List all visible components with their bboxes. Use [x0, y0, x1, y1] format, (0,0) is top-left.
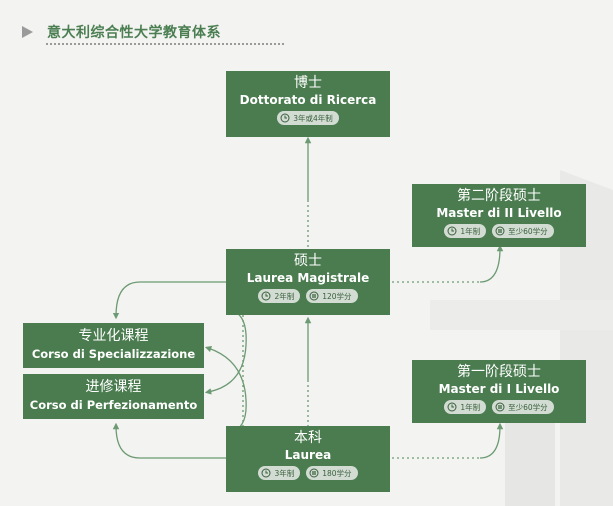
credits-badge: 180学分 [306, 466, 358, 480]
duration-text: 3年制 [274, 468, 295, 478]
duration-text: 1年制 [460, 402, 481, 412]
credits-text: 至少60学分 [508, 226, 548, 236]
credits-text: 120学分 [322, 291, 352, 301]
node-specializzazione-it: Corso di Specializzazione [31, 347, 196, 361]
list-icon [495, 402, 505, 412]
node-master-2-zh: 第二阶段硕士 [457, 188, 541, 204]
credits-text: 180学分 [322, 468, 352, 478]
arrow-to-master2 [479, 244, 504, 283]
node-master-2-it: Master di II Livello [436, 206, 562, 220]
arrow-to-specializzazione [112, 281, 226, 320]
clock-icon [447, 402, 457, 412]
node-master-1-zh: 第一阶段硕士 [457, 364, 541, 380]
play-triangle-icon [22, 26, 33, 38]
page-title: 意大利综合性大学教育体系 [47, 25, 221, 41]
node-perfezionamento-zh: 进修课程 [85, 379, 142, 395]
node-magistrale: 硕士 Laurea Magistrale 2年制 120学分 [226, 249, 390, 315]
duration-badge: 1年制 [444, 400, 487, 414]
node-laurea-it: Laurea [284, 448, 332, 462]
credits-badge: 120学分 [306, 289, 358, 303]
duration-badge: 3年或4年制 [277, 111, 339, 125]
duration-text: 2年制 [274, 291, 295, 301]
node-master-1-it: Master di I Livello [438, 382, 560, 396]
node-perfezionamento: 进修课程 Corso di Perfezionamento [23, 374, 204, 419]
arrow-magistrale-to-perfezionamento [204, 309, 247, 395]
arrow-to-master1 [479, 422, 504, 459]
clock-icon [280, 113, 290, 123]
clock-icon [261, 468, 271, 478]
duration-text: 3年或4年制 [293, 113, 333, 123]
credits-badge: 至少60学分 [492, 400, 554, 414]
node-magistrale-zh: 硕士 [294, 253, 322, 269]
node-master-2: 第二阶段硕士 Master di II Livello 1年制 至少60学分 [412, 184, 586, 247]
duration-badge: 2年制 [258, 289, 301, 303]
credits-text: 至少60学分 [508, 402, 548, 412]
duration-badge: 1年制 [444, 224, 487, 238]
node-specializzazione-zh: 专业化课程 [78, 328, 149, 344]
node-magistrale-it: Laurea Magistrale [246, 271, 370, 285]
section-header: 意大利综合性大学教育体系 [22, 20, 221, 44]
node-specializzazione: 专业化课程 Corso di Specializzazione [23, 323, 204, 368]
clock-icon [261, 291, 271, 301]
credits-badge: 至少60学分 [492, 224, 554, 238]
node-laurea-zh: 本科 [294, 430, 322, 446]
list-icon [309, 291, 319, 301]
node-laurea: 本科 Laurea 3年制 180学分 [226, 426, 390, 492]
duration-badge: 3年制 [258, 466, 301, 480]
title-underline [46, 43, 284, 45]
node-dottorato-it: Dottorato di Ricerca [239, 93, 377, 107]
node-dottorato: 博士 Dottorato di Ricerca 3年或4年制 [226, 71, 390, 137]
list-icon [309, 468, 319, 478]
list-icon [495, 226, 505, 236]
node-perfezionamento-it: Corso di Perfezionamento [29, 398, 198, 412]
duration-text: 1年制 [460, 226, 481, 236]
node-master-1: 第一阶段硕士 Master di I Livello 1年制 至少60学分 [412, 360, 586, 423]
arrow-to-perfezionamento [112, 422, 226, 459]
node-dottorato-zh: 博士 [294, 75, 322, 91]
clock-icon [447, 226, 457, 236]
